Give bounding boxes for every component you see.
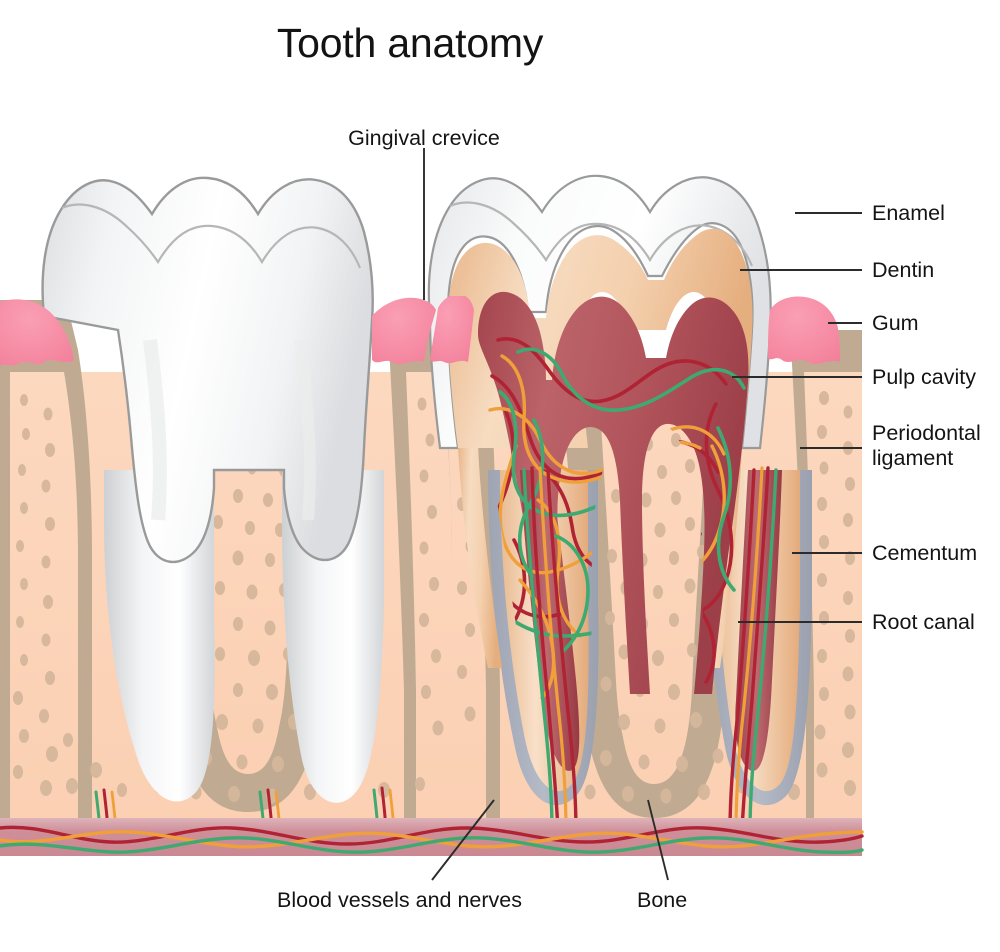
gum-interdental-left <box>372 297 436 364</box>
left-tooth-cusp-line <box>61 203 362 269</box>
label-gingival-crevice: Gingival crevice <box>348 126 500 150</box>
left-tooth-whole <box>41 176 384 803</box>
label-pulp-cavity: Pulp cavity <box>872 365 976 389</box>
leader-blood-vessels <box>431 799 495 881</box>
label-periodontal-ligament-line2: ligament <box>872 446 954 471</box>
label-root-canal: Root canal <box>872 610 975 634</box>
leader-lines-group <box>423 148 862 881</box>
leader-bone <box>647 799 669 881</box>
label-enamel: Enamel <box>872 201 945 225</box>
label-dentin: Dentin <box>872 258 935 282</box>
label-periodontal-ligament: Periodontal ligament <box>872 421 981 471</box>
page-title: Tooth anatomy <box>276 20 544 66</box>
label-cementum: Cementum <box>872 541 978 565</box>
right-tooth-sectioned <box>427 174 812 834</box>
gum-left-outer <box>0 299 74 366</box>
gum-interdental-right <box>430 296 474 364</box>
label-blood-vessels-and-nerves: Blood vessels and nerves <box>277 888 523 912</box>
left-tooth-crown <box>41 176 374 564</box>
label-periodontal-ligament-line1: Periodontal <box>872 421 981 445</box>
label-gum: Gum <box>872 311 919 335</box>
basal-vessel-band <box>0 818 864 856</box>
gum-right-outer <box>768 296 840 364</box>
enamel-layer <box>427 174 772 450</box>
enamel-cusp-line <box>449 201 754 267</box>
label-bone: Bone <box>637 888 688 912</box>
root-canal-vessels-group <box>522 466 778 834</box>
gum-group <box>0 296 840 366</box>
